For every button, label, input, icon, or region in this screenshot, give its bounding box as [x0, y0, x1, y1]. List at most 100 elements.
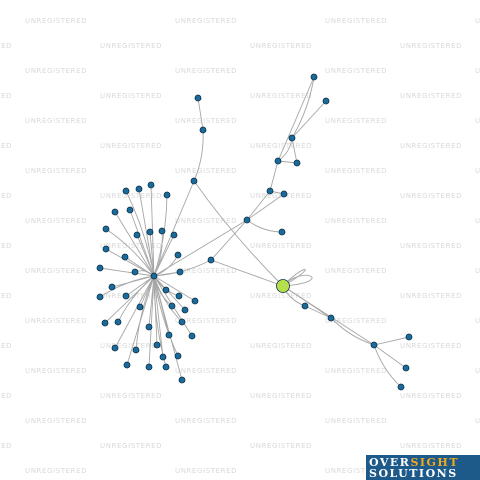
self-loop-edge — [282, 274, 313, 287]
entity-node[interactable] — [188, 332, 196, 340]
entity-node[interactable] — [159, 353, 167, 361]
entity-node[interactable] — [135, 185, 143, 193]
entity-node[interactable] — [108, 283, 116, 291]
entity-node[interactable] — [194, 94, 202, 102]
edge — [99, 275, 155, 298]
watermark-text: UNREGISTERED — [100, 342, 163, 350]
entity-node[interactable] — [243, 216, 251, 224]
entity-node[interactable] — [266, 187, 274, 195]
watermark-text: UNREGISTERED — [0, 342, 13, 350]
entity-node[interactable] — [174, 352, 182, 360]
entity-node[interactable] — [163, 191, 171, 199]
entity-node[interactable] — [132, 346, 140, 354]
entity-node[interactable] — [274, 157, 282, 165]
edge — [114, 275, 155, 349]
entity-node[interactable] — [121, 253, 129, 261]
edge — [153, 230, 163, 277]
entity-node[interactable] — [123, 361, 131, 369]
watermark-text: UNREGISTERED — [475, 267, 480, 275]
watermark-text: UNREGISTERED — [325, 417, 388, 425]
entity-node[interactable] — [199, 126, 207, 134]
entity-node[interactable] — [397, 383, 405, 391]
entity-node[interactable] — [191, 297, 199, 305]
entity-node[interactable] — [174, 251, 182, 259]
watermark-text: UNREGISTERED — [25, 317, 88, 325]
edge — [153, 275, 186, 311]
watermark-text: UNREGISTERED — [100, 142, 163, 150]
entity-node[interactable] — [102, 225, 110, 233]
entity-node[interactable] — [280, 190, 288, 198]
entity-node[interactable] — [145, 363, 153, 371]
entity-node[interactable] — [150, 272, 158, 280]
entity-node[interactable] — [153, 341, 161, 349]
watermark-text: UNREGISTERED — [325, 467, 388, 475]
watermark-text: UNREGISTERED — [100, 242, 163, 250]
entity-node[interactable] — [168, 302, 176, 310]
entity-node[interactable] — [165, 331, 173, 339]
watermark-text: UNREGISTERED — [175, 67, 238, 75]
watermark-text: UNREGISTERED — [250, 42, 313, 50]
entity-node[interactable] — [322, 97, 330, 105]
entity-node[interactable] — [114, 318, 122, 326]
entity-node[interactable] — [111, 344, 119, 352]
logo-word-sight: SIGHT — [410, 456, 460, 469]
edge — [153, 194, 168, 277]
entity-node[interactable] — [170, 231, 178, 239]
entity-node[interactable] — [278, 228, 286, 236]
watermark-text: UNREGISTERED — [25, 217, 88, 225]
entity-node[interactable] — [146, 228, 154, 236]
edge — [246, 193, 285, 221]
entity-node[interactable] — [190, 177, 198, 185]
edge — [149, 231, 155, 277]
entity-node[interactable] — [405, 333, 413, 341]
entity-node[interactable] — [131, 268, 139, 276]
entity-node[interactable] — [101, 319, 109, 327]
entity-node[interactable] — [158, 227, 166, 235]
entity-node[interactable] — [122, 187, 130, 195]
entity-node[interactable] — [96, 264, 104, 272]
entity-node[interactable] — [370, 341, 378, 349]
entity-node[interactable] — [162, 286, 170, 294]
entity-node[interactable] — [178, 376, 186, 384]
entity-node[interactable] — [327, 314, 335, 322]
entity-node[interactable] — [178, 318, 186, 326]
watermark-text: UNREGISTERED — [250, 342, 313, 350]
edge — [138, 188, 155, 277]
entity-node[interactable] — [181, 306, 189, 314]
entity-node[interactable] — [96, 293, 104, 301]
entity-node[interactable] — [293, 159, 301, 167]
watermark-text: UNREGISTERED — [175, 367, 238, 375]
entity-node[interactable] — [402, 364, 410, 372]
edge — [99, 267, 155, 277]
focus-entity-node[interactable] — [276, 279, 290, 293]
edge — [246, 190, 271, 221]
entity-node[interactable] — [310, 73, 318, 81]
entity-node[interactable] — [162, 363, 170, 371]
edge — [193, 180, 284, 287]
edge — [153, 275, 196, 302]
entity-node[interactable] — [122, 292, 130, 300]
entity-node[interactable] — [301, 302, 309, 310]
entity-node[interactable] — [176, 268, 184, 276]
watermark-text: UNREGISTERED — [0, 92, 13, 100]
entity-node[interactable] — [102, 245, 110, 253]
entity-node[interactable] — [145, 323, 153, 331]
logo-word-solutions: SOLUTIONS — [369, 467, 458, 480]
watermark-text: UNREGISTERED — [250, 92, 313, 100]
entity-node[interactable] — [133, 231, 141, 239]
entity-node[interactable] — [288, 134, 296, 142]
entity-node[interactable] — [207, 256, 215, 264]
edge — [117, 275, 155, 323]
watermark-text: UNREGISTERED — [25, 417, 88, 425]
watermark-text: UNREGISTERED — [25, 267, 88, 275]
entity-node[interactable] — [136, 303, 144, 311]
entity-node[interactable] — [126, 206, 134, 214]
entity-node[interactable] — [175, 292, 183, 300]
watermark-text: UNREGISTERED — [0, 442, 13, 450]
edge — [277, 76, 315, 162]
entity-node[interactable] — [147, 181, 155, 189]
watermark-text: UNREGISTERED — [25, 367, 88, 375]
entity-node[interactable] — [111, 208, 119, 216]
edge — [153, 259, 212, 277]
